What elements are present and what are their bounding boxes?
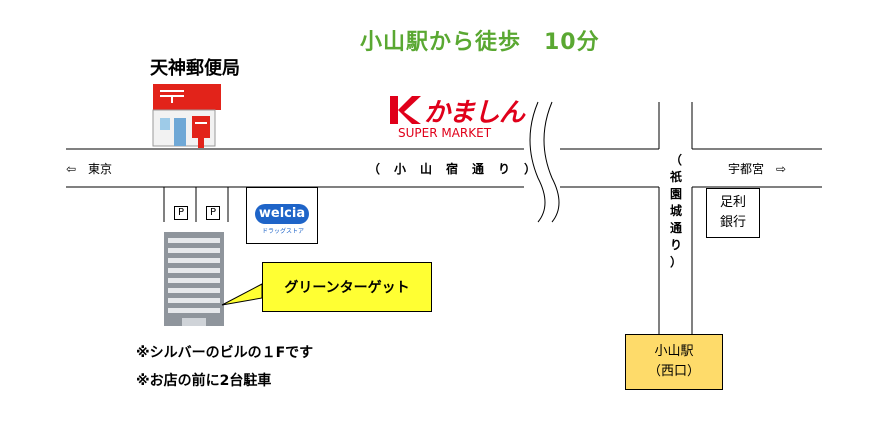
road-break-right xyxy=(543,101,560,223)
station-box: 小山駅 （西口） xyxy=(625,334,723,390)
callout-pointer xyxy=(221,283,263,306)
side-road-char: 城 xyxy=(669,204,682,218)
side-road-label: （ 祇 園 城 通 り ） xyxy=(666,152,686,271)
post-office-label: 天神郵便局 xyxy=(150,58,240,79)
bank-label-line2: 銀行 xyxy=(719,215,746,230)
station-exit: （西口） xyxy=(647,364,700,379)
welcia-logo: welcia xyxy=(255,204,309,224)
side-road-char: 園 xyxy=(669,187,682,201)
page-title: 小山駅から徒歩 10分 xyxy=(360,30,600,55)
kamashin-logo: かましん xyxy=(424,98,525,128)
west-direction-label: ⇦ 東京 xyxy=(66,162,113,176)
main-road-label: （小山宿通り） xyxy=(368,162,551,176)
side-road-char: 通 xyxy=(669,221,682,235)
welcia-store: welcia ドラッグストア xyxy=(246,187,318,244)
kamashin-subtitle: SUPER MARKET xyxy=(398,126,492,140)
note-building: ※シルバーのビルの１Fです xyxy=(136,345,314,361)
east-direction-label: 宇都宮 ⇨ xyxy=(728,162,787,176)
note-parking: ※お店の前に2台駐車 xyxy=(136,373,272,389)
target-store-callout: グリーンターゲット xyxy=(262,262,432,312)
kamashin-k-icon xyxy=(390,96,421,124)
post-office-icon xyxy=(152,84,221,148)
station-name: 小山駅 xyxy=(654,344,694,359)
welcia-subtitle: ドラッグストア xyxy=(261,228,304,235)
side-road-char: （ xyxy=(669,153,682,167)
parking-sign-1: P xyxy=(174,206,188,220)
side-road-char: り xyxy=(669,238,682,252)
road-break-left xyxy=(529,101,546,223)
bank-building: 足利 銀行 xyxy=(706,188,760,238)
side-road-char: 祇 xyxy=(669,170,682,184)
silver-building-icon xyxy=(164,232,224,326)
bank-label-line1: 足利 xyxy=(719,195,746,210)
parking-sign-2: P xyxy=(206,206,220,220)
side-road-char: ） xyxy=(669,255,682,269)
